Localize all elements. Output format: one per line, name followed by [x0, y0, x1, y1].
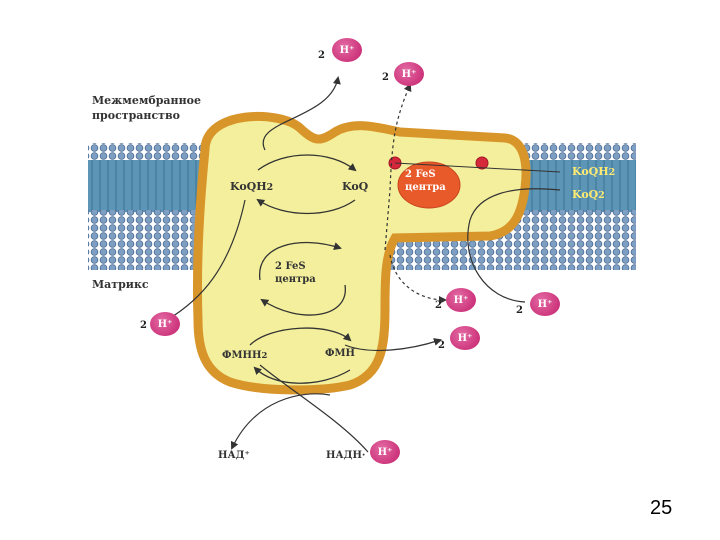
- fes-upper-line1: 2 FeS: [405, 169, 436, 180]
- fes-upper-line2: центра: [405, 182, 446, 193]
- fes-dot-right: [475, 156, 489, 170]
- arrow-h-right-lower: [467, 188, 561, 303]
- proton-coef-top-left: 2: [318, 50, 325, 61]
- arrow-h-fmn-out: [344, 338, 442, 352]
- fes-lower-label: 2 FeS центра: [275, 260, 316, 286]
- matrix-label: Матрикс: [92, 278, 149, 291]
- arrow-h-matrix-left: [166, 199, 246, 321]
- proton-top-right: H⁺: [394, 62, 424, 86]
- membrane-coq2-text: KoQ: [572, 188, 599, 201]
- membrane-coqh2-label: KoQH2: [572, 165, 615, 178]
- coqh2-complex-sub: 2: [266, 182, 274, 193]
- arrow-h-in-dashed: [389, 254, 447, 304]
- membrane-coqh2-sub: 2: [608, 167, 616, 178]
- coq-complex-label: KoQ: [342, 180, 369, 193]
- proton-coef-top-right: 2: [382, 72, 389, 83]
- coqh2-complex-text: KoQH: [230, 180, 267, 193]
- proton-nadh: H⁺: [370, 440, 400, 464]
- proton-fmn: H⁺: [450, 326, 480, 350]
- arrow-nadh: [259, 364, 369, 453]
- fes-cycle: [259, 241, 346, 316]
- arrow-h-up-left: [262, 76, 341, 151]
- membrane-coq2-sub: 2: [598, 190, 605, 201]
- fes-cluster-upper: [397, 161, 461, 209]
- fmnh2-sub: 2: [261, 351, 268, 361]
- nad-label: НАД⁺: [218, 450, 250, 461]
- proton-coef-matrix-left: 2: [140, 320, 147, 331]
- intermembrane-label: Межмембранное пространство: [92, 93, 201, 123]
- proton-right: H⁺: [530, 292, 560, 316]
- fes-lower-line1: 2 FeS: [275, 261, 306, 272]
- proton-top-left: H⁺: [332, 38, 362, 62]
- proton-coef-fmn: 2: [438, 340, 445, 351]
- arrow-nad: [230, 393, 331, 450]
- membrane-coqh2-text: KoQH: [572, 165, 609, 178]
- membrane-coq2-label: KoQ2: [572, 188, 605, 201]
- arrow-h-up-dashed: [384, 83, 412, 251]
- proton-matrix-left: H⁺: [150, 312, 180, 336]
- fmnh2-text: ФМНН: [222, 350, 262, 361]
- proton-arrows: [166, 76, 561, 453]
- fes-lower-line2: центра: [275, 274, 316, 285]
- upper-cycle: [256, 154, 357, 215]
- fes-upper-label: 2 FeS центра: [405, 168, 446, 194]
- lower-cycle: [249, 327, 352, 384]
- proton-coef-right: 2: [516, 305, 523, 316]
- fmn-label: ФМН: [325, 348, 356, 359]
- intermembrane-label-line1: Межмембранное: [92, 94, 201, 107]
- fmnh2-label: ФМНН2: [222, 350, 267, 361]
- coq-line: [394, 162, 561, 173]
- nadh-label: НАДН·: [326, 450, 366, 461]
- proton-dashed-in: H⁺: [446, 288, 476, 312]
- coqh2-complex-label: KoQH2: [230, 180, 273, 193]
- page-number: 25: [650, 497, 673, 519]
- intermembrane-label-line2: пространство: [92, 109, 180, 122]
- proton-coef-dashed-in: 2: [435, 300, 442, 311]
